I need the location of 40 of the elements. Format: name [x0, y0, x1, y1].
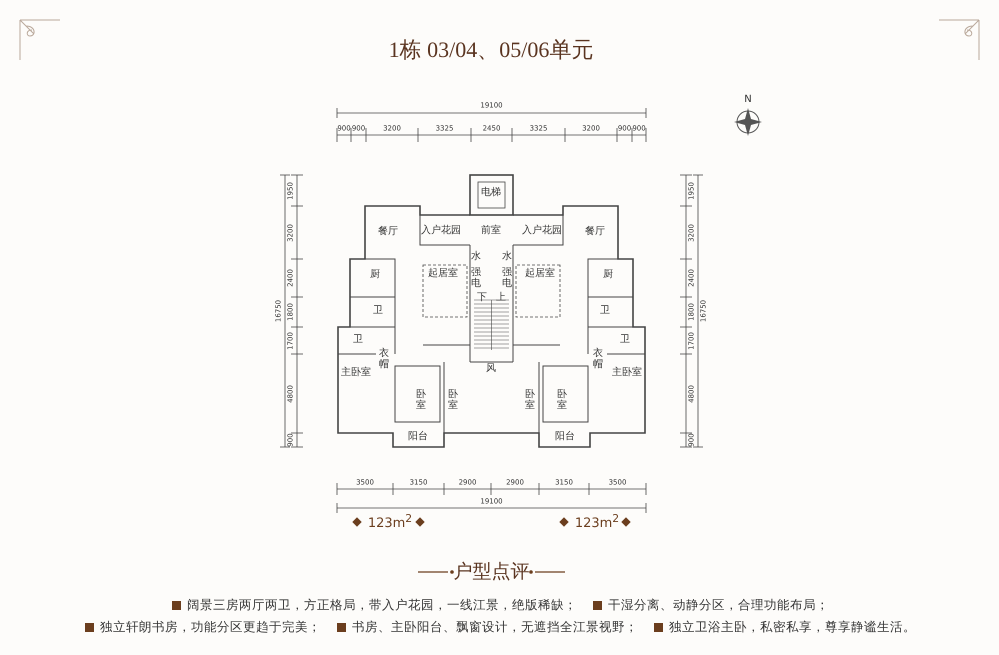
room-label: 主卧室	[341, 368, 371, 378]
feature-bullet: 干湿分离、动静分区，合理功能布局；	[591, 597, 829, 614]
room-label: 卧室	[557, 389, 567, 411]
section-heading: 户型点评	[454, 562, 530, 582]
feature-bullet: 独立卫浴主卧，私密私享，尊享静谧生活。	[652, 619, 916, 636]
room-label: 风	[486, 364, 496, 374]
room-label: 衣帽	[593, 348, 603, 370]
feature-bullet: 阔景三房两厅两卫，方正格局，带入户花园，一线江景，绝版稀缺；	[170, 597, 577, 614]
room-label: 下	[477, 293, 487, 303]
room-label: 卫	[600, 306, 610, 316]
room-label: 衣帽	[379, 348, 389, 370]
room-label: 卫	[373, 306, 383, 316]
room-label: 卫	[620, 335, 630, 345]
feature-bullet: 独立轩朗书房，功能分区更趋于完美；	[83, 619, 321, 636]
plan-title: 1栋 03/04、05/06单元	[388, 39, 594, 61]
room-label: 上	[496, 293, 506, 303]
unit-area: 123m$^{2}$	[574, 514, 620, 530]
unit-area: 123m$^{2}$	[368, 514, 412, 530]
room-label: 卧室	[448, 389, 458, 411]
room-label: 餐厅	[378, 227, 398, 237]
room-label: 强电	[502, 267, 512, 289]
room-label: 卫	[353, 335, 363, 345]
room-label: 厨	[603, 270, 613, 280]
room-label: 卧室	[525, 389, 535, 411]
north-label: N	[744, 95, 752, 105]
room-label: 前室	[481, 226, 501, 236]
room-label: 入户花园	[522, 226, 562, 236]
room-label: 卧室	[416, 389, 426, 411]
room-label: 入户花园	[421, 226, 461, 236]
feature-bullet: 书房、主卧阳台、飘窗设计，无遮挡全江景视野；	[335, 619, 638, 636]
room-label: 阳台	[555, 432, 575, 442]
room-label: 厨	[370, 270, 380, 280]
room-label: 阳台	[408, 432, 428, 442]
room-label: 水	[502, 252, 512, 262]
room-label: 起居室	[428, 269, 458, 279]
room-label: 起居室	[525, 269, 555, 279]
room-label: 主卧室	[612, 368, 642, 378]
room-label: 水	[471, 252, 481, 262]
room-label: 强电	[471, 267, 481, 289]
room-label: 餐厅	[585, 227, 605, 237]
